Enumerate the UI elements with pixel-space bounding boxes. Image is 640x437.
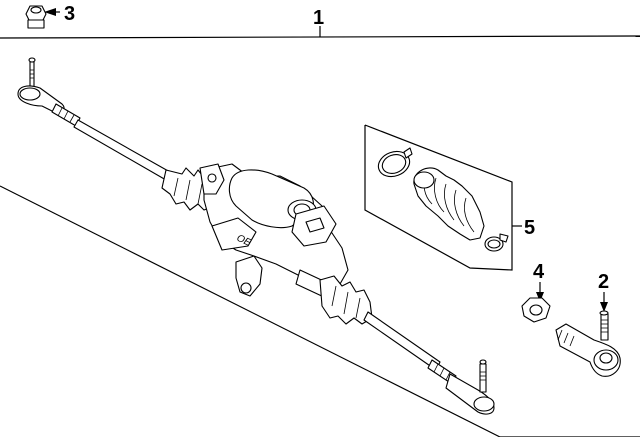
steering-gear-assembly: OE bbox=[17, 57, 495, 415]
callout-5: 5 bbox=[524, 217, 535, 239]
callout-2: 2 bbox=[598, 271, 609, 293]
boot-kit-part5 bbox=[377, 147, 509, 252]
boot-kit-bracket bbox=[364, 124, 522, 271]
callout-3: 3 bbox=[64, 3, 75, 25]
callout-4: 4 bbox=[533, 261, 545, 283]
jam-nut-part4 bbox=[521, 297, 551, 323]
assembly-frame bbox=[0, 26, 640, 437]
outer-tie-rod-end-part2 bbox=[555, 310, 621, 377]
leader-lines bbox=[44, 8, 608, 312]
callout-1: 1 bbox=[313, 7, 324, 29]
mounting-nut-part3 bbox=[25, 5, 47, 29]
